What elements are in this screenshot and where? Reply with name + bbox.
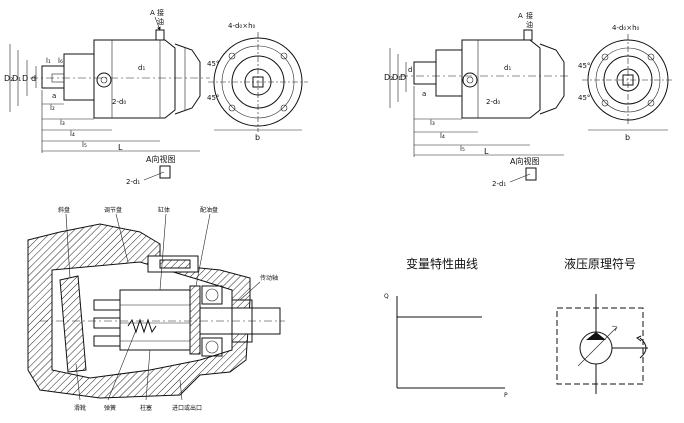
bolt-holes-label: 4-d₀×h₀	[228, 22, 256, 30]
label-A: A	[150, 9, 155, 17]
label-drive-shaft: 传动轴	[260, 274, 278, 282]
dim-D: D	[400, 73, 406, 82]
dim-l2: l₂	[50, 104, 55, 112]
dim-L: L	[484, 147, 489, 156]
symbol-title: 液压原理符号	[564, 256, 636, 271]
angle-45-b: 45°	[578, 94, 590, 102]
end-cap	[174, 43, 201, 115]
label-a: a	[52, 92, 56, 100]
swashplate	[59, 275, 87, 373]
label-d1: d₁	[504, 64, 511, 72]
dim-b: b	[625, 133, 630, 142]
label-slipper: 滑靴	[74, 404, 86, 412]
oil-inlet-text-2: 油	[526, 20, 533, 29]
dim-d: d	[408, 66, 412, 74]
angle-45-a: 45°	[207, 60, 219, 68]
label-a: a	[422, 90, 426, 98]
label-adjust-plate: 调节盘	[104, 206, 122, 214]
angle-45-a: 45°	[578, 62, 590, 70]
dim-L: L	[118, 143, 123, 152]
port-label: 2-d₀	[486, 98, 500, 106]
port-circle	[462, 72, 478, 88]
dim-l5: l₅	[82, 141, 87, 149]
curve-y-label: Q	[384, 293, 389, 300]
angle-45-b: 45°	[207, 94, 219, 102]
dim-D2: D₂	[384, 73, 393, 82]
view-port-label: 2-d₁	[492, 180, 506, 188]
label-cylinder: 缸体	[158, 206, 170, 214]
label-d1: d₁	[138, 64, 145, 72]
label-valve-plate: 配油盘	[200, 206, 218, 214]
valve-plate	[189, 285, 201, 355]
dim-l4: l₄	[440, 132, 445, 140]
dim-b: b	[255, 133, 260, 142]
hydraulic-symbol: 液压原理符号	[556, 256, 648, 394]
dim-D2: D₂	[4, 74, 13, 83]
dim-D1: D₁	[12, 74, 21, 83]
view-port-label: 2-d₁	[126, 178, 140, 186]
label-inlet-outlet: 进口或出口	[172, 404, 202, 412]
dim-l6: l₆	[58, 57, 63, 65]
dim-l5: l₅	[460, 145, 465, 153]
label-plunger: 柱塞	[140, 404, 152, 412]
dim-l3: l₃	[60, 119, 65, 127]
bolt-holes-label: 4-d₀×h₀	[612, 24, 640, 32]
characteristic-curve: 变量特性曲线 Q P	[384, 256, 508, 399]
dim-l4: l₄	[70, 130, 75, 138]
dim-d: d	[31, 74, 36, 83]
view-port-box	[159, 165, 171, 179]
oil-inlet	[155, 29, 165, 41]
symbol-frame	[556, 307, 644, 385]
shaft	[413, 61, 437, 85]
label-spring: 弹簧	[104, 404, 116, 412]
view-label: A向视图	[510, 156, 539, 166]
pump-body	[93, 39, 176, 119]
pump-triangle	[586, 332, 606, 340]
top-right-drawing: D₂ D₁ D d l₃ l₄ l₅ L 2-d₀ a d₁ A 接 油 b 4…	[384, 11, 674, 188]
curve-x-label: P	[504, 392, 508, 399]
port-circle	[96, 72, 112, 88]
section-view: 斜盘 调节盘 缸体 配油盘 传动轴 滑靴 弹簧 柱塞 进口或出口	[27, 206, 285, 412]
dim-D: D	[22, 74, 28, 83]
oil-inlet-text-1: 接	[526, 11, 533, 20]
port-label: 2-d₀	[112, 98, 126, 106]
oil-inlet-text-1: 接	[157, 8, 164, 17]
pump-body	[461, 39, 541, 119]
label-swashplate: 斜盘	[58, 206, 70, 214]
view-label: A向视图	[146, 154, 175, 164]
label-A: A	[518, 12, 523, 20]
top-left-drawing: D₂ D₁ D d l₁ l₆ l₂ l₃ l₄ l₅ L 2-d₀ a d₁ …	[4, 8, 308, 186]
spring	[127, 318, 157, 334]
dim-l1: l₁	[46, 57, 51, 65]
dim-l3: l₃	[430, 119, 435, 127]
curve-title: 变量特性曲线	[406, 256, 478, 271]
oil-inlet-text-2: 油	[157, 17, 164, 26]
shaft	[41, 65, 65, 89]
flange-neck	[63, 53, 95, 101]
dim-D1: D₁	[392, 73, 401, 82]
